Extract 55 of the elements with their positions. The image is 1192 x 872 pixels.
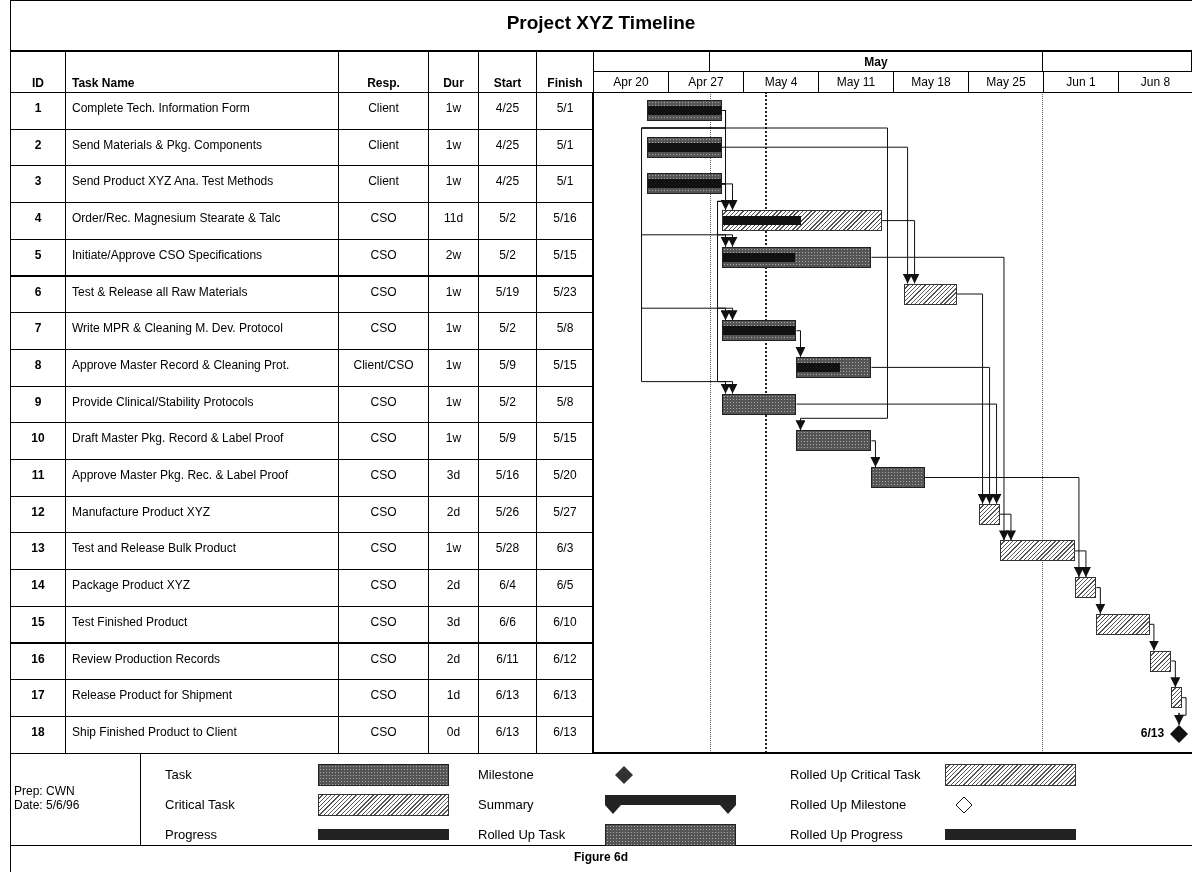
column-header: Resp. (338, 51, 429, 93)
finish-date-cell: 6/13 (536, 715, 594, 754)
task-bar (796, 356, 872, 378)
legend-label: Task (165, 767, 192, 782)
task-bar (646, 136, 722, 158)
dependency-arrow (721, 146, 913, 284)
finish-date-cell: 5/15 (536, 238, 594, 277)
critical-task-bar (1074, 577, 1097, 599)
prepared-date: Date: 5/6/96 (14, 798, 80, 812)
month-header: May (709, 51, 1043, 72)
task-bar (796, 430, 872, 452)
critical-task-bar (721, 210, 883, 232)
legend-label: Critical Task (165, 797, 235, 812)
dependency-arrow (796, 403, 1002, 505)
figure-caption: Figure 6d (573, 850, 629, 864)
task-bar (646, 173, 722, 195)
critical-task-bar (903, 283, 958, 305)
legend-label: Rolled Up Milestone (790, 797, 907, 812)
dependency-arrow (999, 513, 1016, 541)
milestone-date: 6/13 (1140, 725, 1165, 740)
dependency-arrow (870, 256, 1009, 541)
legend-label: Summary (478, 797, 534, 812)
dependency-arrow (717, 183, 738, 395)
dependency-arrow (1095, 587, 1106, 615)
dependency-arrow (924, 477, 1084, 578)
dependency-arrow (870, 366, 995, 505)
legend-label: Rolled Up Progress (790, 827, 903, 842)
task-bar (721, 393, 797, 415)
dependency-arrow (870, 440, 881, 468)
dependency-arrow (1170, 660, 1181, 688)
task-bar (721, 246, 872, 268)
dependency-arrow (795, 330, 806, 358)
prepared-by: Prep: CWN (14, 784, 75, 798)
critical-task-bar (1149, 650, 1172, 672)
dependency-arrow (1148, 623, 1159, 651)
chart-title: Project XYZ Timeline (10, 0, 1192, 51)
legend-label: Rolled Up Critical Task (790, 767, 921, 782)
task-bar (871, 467, 925, 488)
critical-task-bar (1096, 613, 1150, 635)
critical-task-bar (1171, 687, 1183, 709)
task-bar (721, 320, 797, 342)
task-bar (646, 100, 722, 121)
finish-date-cell: 6/12 (536, 642, 594, 681)
finish-date-cell: 5/23 (536, 275, 594, 314)
legend-label: Rolled Up Task (478, 827, 566, 842)
milestone-diamond (1170, 724, 1189, 743)
critical-task-bar (978, 503, 1000, 525)
legend-label: Milestone (478, 767, 534, 782)
dependency-arrow (881, 220, 920, 284)
dependency-arrow (1174, 697, 1187, 726)
critical-task-bar (999, 540, 1075, 562)
legend-label: Progress (165, 827, 218, 842)
dependency-arrow (956, 293, 988, 505)
dependency-arrow (1074, 550, 1091, 578)
finish-date-cell: 6/10 (536, 605, 594, 644)
